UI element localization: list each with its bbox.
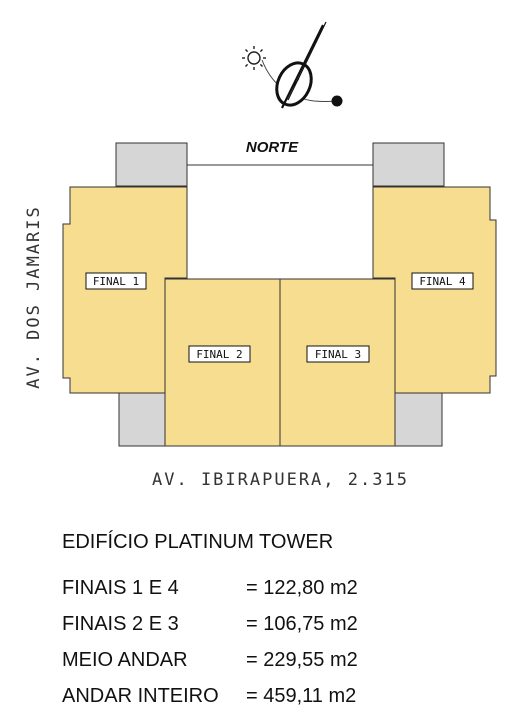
apartment-final-4 [372, 186, 497, 394]
building-name: EDIFÍCIO PLATINUM TOWER [62, 531, 334, 553]
compass: NORTE [242, 21, 343, 156]
area-value: = 122,80 m2 [246, 577, 358, 599]
unit-tag-box-3 [306, 345, 370, 363]
area-label: FINAIS 1 E 4 [62, 577, 179, 599]
area-label: FINAIS 2 E 3 [62, 613, 179, 635]
moon-icon [331, 95, 343, 107]
courtyard [186, 164, 374, 278]
service-cores [115, 142, 445, 447]
street-label-bottom: AV. IBIRAPUERA, 2.315 [152, 470, 409, 490]
street-label-left: AV. DOS JAMARIS [24, 205, 44, 389]
unit-tag-box-1 [85, 272, 147, 290]
unit-tag-box-4 [411, 272, 474, 290]
apartment-final-1 [62, 186, 188, 394]
north-arrow-icon [275, 21, 327, 109]
area-label: ANDAR INTEIRO [62, 685, 219, 707]
apartments [62, 186, 497, 447]
core-top-right [372, 142, 445, 187]
core-bottom-left [118, 392, 167, 447]
unit-label-final-4: FINAL 4 [419, 275, 466, 288]
street-label-left-wrap: AV. DOS JAMARIS [24, 205, 218, 389]
unit-label-final-1: FINAL 1 [93, 275, 139, 288]
area-value: = 106,75 m2 [246, 613, 358, 635]
area-row: MEIO ANDAR = 229,55 m2 [62, 648, 502, 672]
area-label: MEIO ANDAR [62, 649, 188, 671]
unit-tag-box-2 [188, 345, 251, 363]
core-bottom-right [394, 392, 443, 447]
compass-label: NORTE [246, 139, 299, 156]
unit-label-final-3: FINAL 3 [315, 348, 361, 361]
unit-label-final-2: FINAL 2 [196, 348, 242, 361]
floor-plan: NORTE FINAL 1 FINAL 2 FINAL 3 FINAL 4 [62, 21, 497, 447]
area-row: ANDAR INTEIRO = 459,11 m2 [62, 684, 502, 708]
sun-path-arc [261, 59, 337, 102]
unit-tags: FINAL 1 FINAL 2 FINAL 3 FINAL 4 [85, 272, 474, 363]
area-info: EDIFÍCIO PLATINUM TOWER FINAIS 1 E 4 = 1… [62, 530, 502, 720]
area-row: FINAIS 1 E 4 = 122,80 m2 [62, 576, 502, 600]
area-row: FINAIS 2 E 3 = 106,75 m2 [62, 612, 502, 636]
sun-icon [242, 46, 266, 70]
area-value: = 229,55 m2 [246, 649, 358, 671]
area-value: = 459,11 m2 [246, 685, 357, 707]
core-top-left [115, 142, 188, 187]
